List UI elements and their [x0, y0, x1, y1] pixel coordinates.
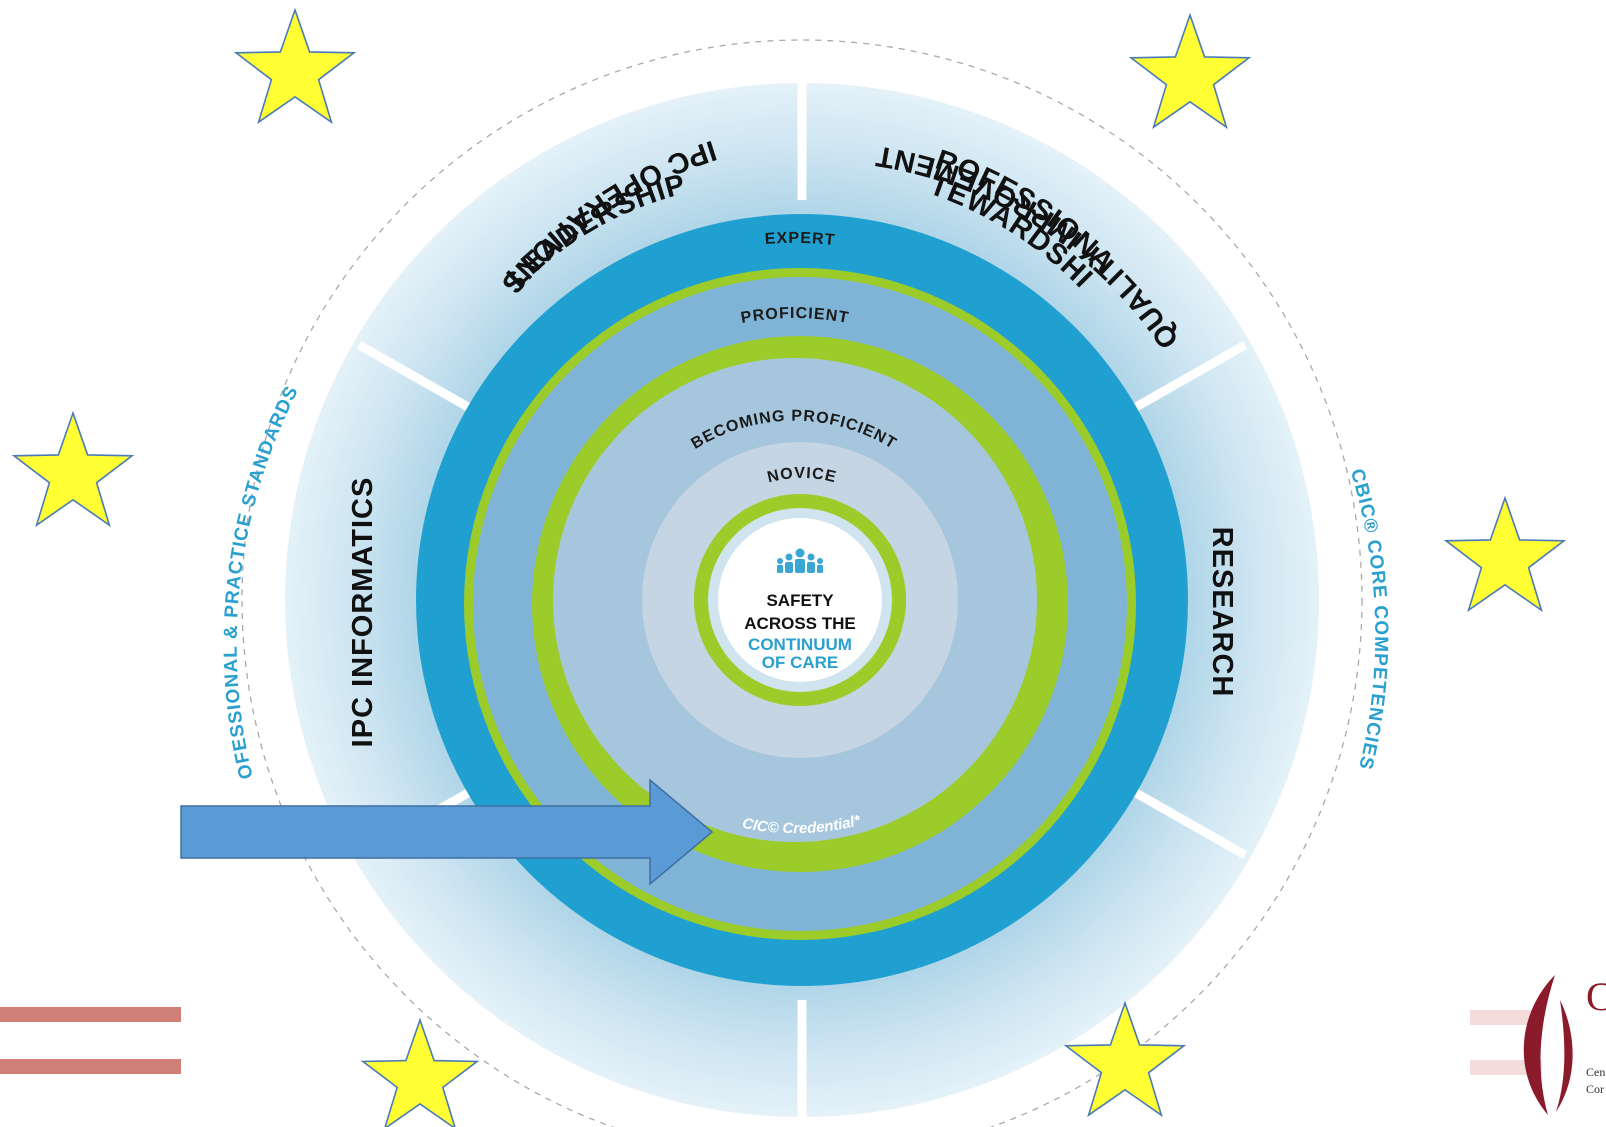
segment-label-ipc-informatics: IPC INFORMATICS — [347, 477, 379, 748]
stripe-bottom — [0, 1059, 181, 1074]
outer-label-right: CBIC® CORE COMPETENCIES — [1346, 466, 1391, 772]
svg-text:C: C — [1586, 974, 1606, 1019]
star-icon — [11, 410, 135, 528]
center-core — [718, 518, 882, 682]
people-group-icon — [777, 548, 823, 573]
center-line-4: OF CARE — [762, 653, 839, 672]
organization-logo: C Cen Cor — [1470, 974, 1606, 1115]
star-icon — [1063, 1000, 1187, 1118]
star-icon — [233, 7, 357, 125]
level-label-novice: NOVICE — [766, 465, 839, 487]
star-icon — [1443, 495, 1567, 613]
arrow-right-icon — [180, 778, 714, 886]
dashed-outer-ring — [241, 39, 1363, 1127]
center-line-3: CONTINUUM — [748, 635, 852, 654]
center-line-2: ACROSS THE — [744, 614, 855, 633]
level-label-expert: EXPERT — [764, 230, 836, 249]
logo-text-line-2: Cor — [1586, 1082, 1604, 1096]
stars-group — [11, 7, 1567, 1127]
logo-text-line-1: Cen — [1586, 1065, 1605, 1079]
star-icon — [360, 1017, 480, 1127]
center-line-1: SAFETY — [766, 591, 834, 610]
star-icon — [1128, 12, 1252, 130]
segment-label-research: RESEARCH — [1206, 527, 1238, 698]
stripe-top — [0, 1007, 181, 1022]
level-label-proficient: PROFICIENT — [740, 305, 851, 327]
